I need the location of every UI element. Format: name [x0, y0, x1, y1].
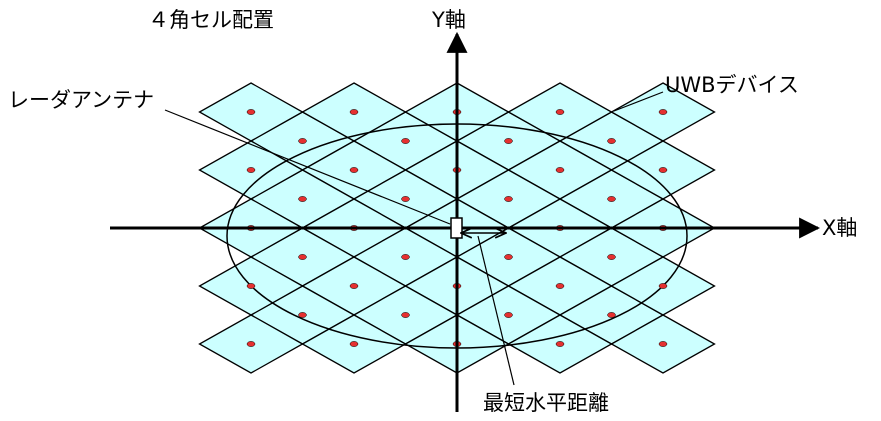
uwb-device-dot [607, 254, 616, 260]
uwb-device-dot [246, 167, 256, 173]
uwb-device-dot [298, 254, 307, 260]
uwb-device-dot [349, 109, 359, 115]
uwb-device-dot [504, 254, 513, 260]
uwb-device-dot [246, 283, 256, 289]
uwb-device-dot [658, 109, 668, 115]
uwb-device-dot [298, 138, 307, 144]
uwb-device-label: UWBデバイス [665, 73, 799, 97]
uwb-device-dot [298, 312, 307, 318]
min-distance-leader [477, 235, 515, 386]
uwb-device-dot [555, 167, 565, 173]
uwb-device-dot [555, 109, 565, 115]
radar-antenna-marker [450, 217, 463, 239]
radar-antenna-leader [164, 109, 451, 225]
uwb-device-dot [246, 341, 256, 347]
min-distance-label: 最短水平距離 [483, 391, 609, 415]
uwb-device-dot [607, 196, 616, 202]
radar-antenna-label: レーダアンテナ [8, 88, 154, 112]
uwb-device-dot [658, 283, 668, 289]
cell-grid [198, 82, 716, 374]
uwb-device-dot [298, 196, 307, 202]
uwb-device-dot [658, 167, 668, 173]
uwb-device-dot [349, 341, 359, 347]
uwb-device-dot [504, 196, 513, 202]
uwb-device-dot [246, 109, 256, 115]
uwb-device-leader [613, 91, 664, 112]
uwb-device-dot [555, 341, 565, 347]
diagram-title: ４角セル配置 [148, 8, 274, 32]
y-axis-label: Y軸 [431, 8, 466, 32]
x-axis-label: X軸 [822, 216, 857, 240]
uwb-device-dot [401, 254, 410, 260]
uwb-device-dot [349, 167, 359, 173]
uwb-device-dot [401, 312, 410, 318]
uwb-device-dot [504, 138, 513, 144]
uwb-device-dot [658, 341, 668, 347]
uwb-device-dot [607, 312, 616, 318]
uwb-device-dot [504, 312, 513, 318]
uwb-device-dot [401, 196, 410, 202]
uwb-device-dot [349, 283, 359, 289]
uwb-device-dot [555, 283, 565, 289]
uwb-device-dot [607, 138, 616, 144]
uwb-device-dot [401, 138, 410, 144]
